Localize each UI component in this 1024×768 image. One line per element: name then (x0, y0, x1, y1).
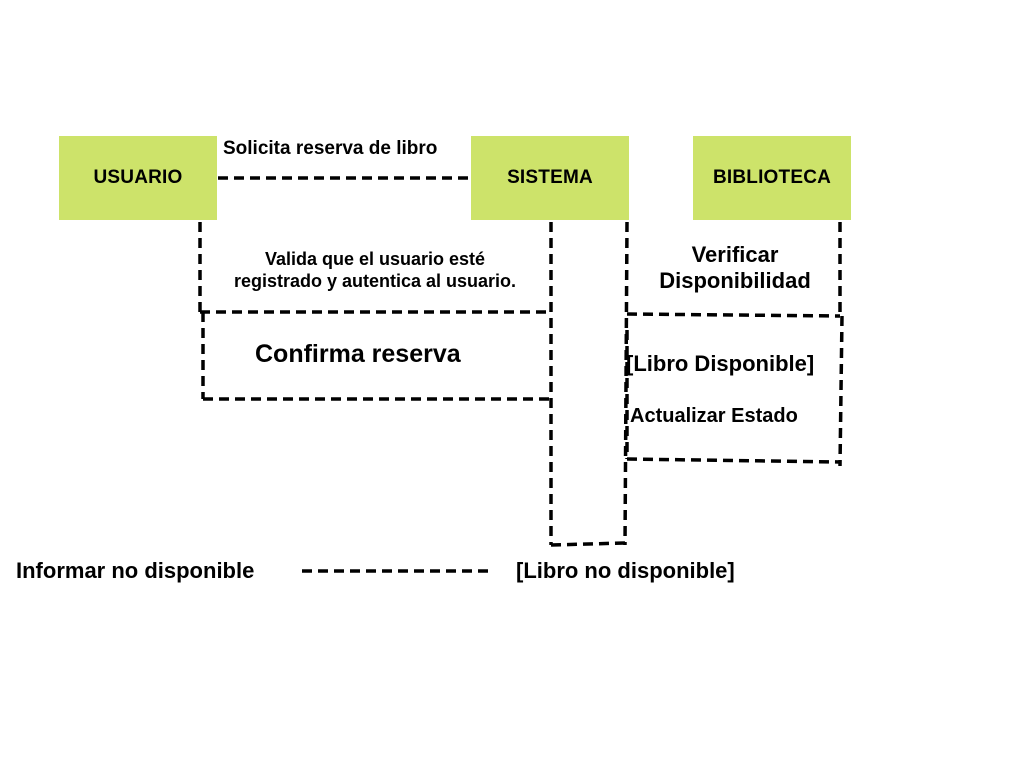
not-available-label: [Libro no disponible] (516, 558, 735, 583)
inform-label: Informar no disponible (16, 558, 255, 583)
confirm-label: Confirma reserva (255, 340, 461, 368)
validate-label: Valida que el usuario esté registrado y … (203, 248, 547, 292)
verify-label-line1: Verificar (691, 242, 779, 267)
actor-usuario-label: USUARIO (93, 167, 183, 188)
sistema-bottom-line (550, 541, 626, 547)
actor-sistema: SISTEMA (471, 136, 629, 220)
update-label: Actualizar Estado (630, 405, 798, 427)
verify-frame-bottom (626, 457, 841, 464)
verify-frame-right (838, 315, 844, 467)
validate-label-line2: registrado y autentica al usuario. (233, 271, 517, 291)
verify-label-line2: Disponibilidad (659, 268, 811, 293)
actor-sistema-label: SISTEMA (507, 167, 593, 188)
actor-usuario: USUARIO (59, 136, 217, 220)
verify-label: Verificar Disponibilidad (640, 242, 830, 294)
actor-biblioteca: BIBLIOTECA (693, 136, 851, 220)
actor-biblioteca-label: BIBLIOTECA (712, 167, 832, 188)
validate-label-line1: Valida que el usuario esté (264, 249, 486, 269)
request-label: Solicita reserva de libro (223, 138, 438, 159)
verify-frame-top (626, 312, 841, 318)
available-label: [Libro Disponible] (626, 351, 815, 376)
